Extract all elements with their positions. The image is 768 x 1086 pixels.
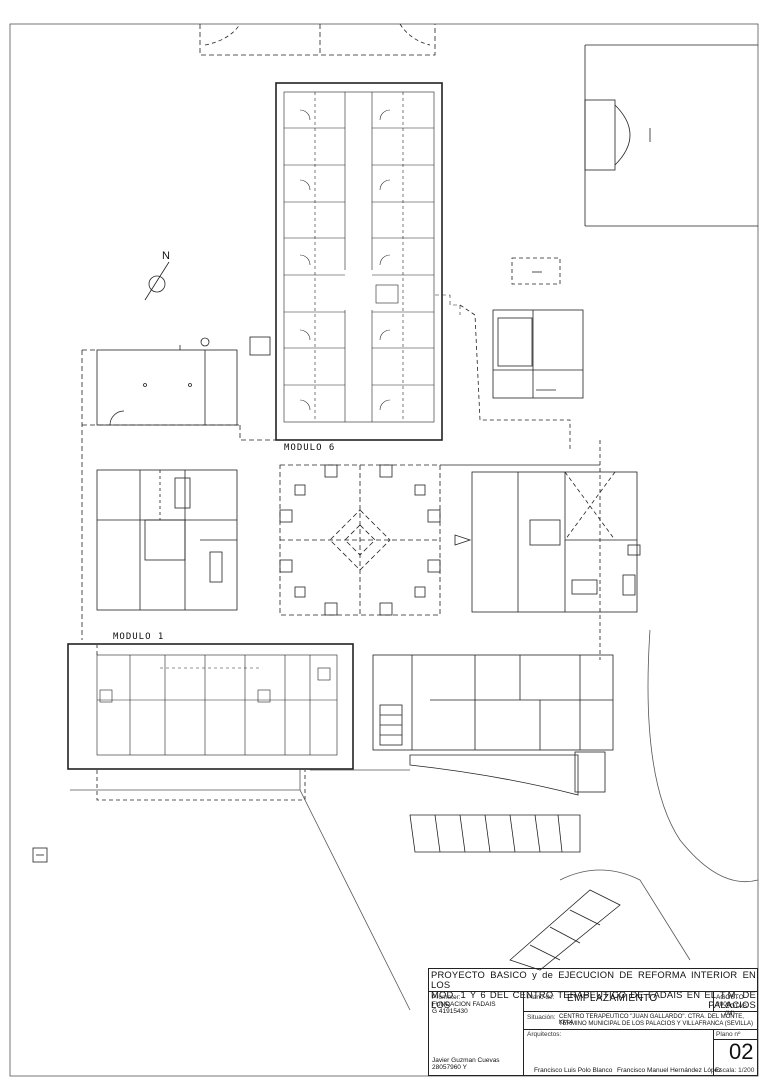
architect2: Francisco Manuel Hernández López — [617, 1067, 722, 1074]
central-courtyard — [279, 464, 441, 616]
plano-de-label: Plano de: — [527, 994, 555, 1001]
modulo-6-frame — [275, 82, 443, 441]
situacion-line2: TERMINO MUNICIPAL DE LOS PALACIOS Y VILL… — [559, 1021, 754, 1027]
units: COTAS (M) — [725, 1003, 747, 1017]
author1-id: 28057960 Y — [432, 1064, 467, 1071]
electrical-symbol — [32, 847, 48, 863]
sheet-border — [9, 23, 759, 1077]
north-arrow — [144, 261, 170, 301]
arquitectos-label: Arquitectos: — [527, 1031, 562, 1038]
situacion-label: Situación: — [527, 1014, 556, 1021]
modulo-1-label: MODULO 1 — [113, 632, 165, 642]
project-title-line2: MOD. 1 Y 6 DEL CENTRO TERAPEUTICO DE FAD… — [431, 989, 756, 1010]
bottom-right-building — [372, 654, 614, 796]
escala: Escala: 1/200 — [715, 1067, 755, 1074]
promotor-name: FUNDACION FADAIS — [432, 1001, 496, 1008]
upper-left-building — [96, 336, 271, 426]
parking-stalls — [409, 814, 621, 971]
plano-de-value: EMPLAZAMIENTO — [567, 993, 658, 1004]
promotor-label: Promotor: — [432, 994, 461, 1001]
plano-n-label: Plano nº — [716, 1031, 741, 1038]
courtyard-planters — [279, 464, 441, 616]
title-block: PROYECTO BASICO y de EJECUCION DE REFORM… — [428, 968, 758, 1076]
top-dashed-court — [199, 24, 436, 56]
architect1: Francisco Luis Polo Blanco — [534, 1067, 613, 1074]
project-title-line1: PROYECTO BASICO y de EJECUCION DE REFORM… — [431, 969, 756, 990]
modulo-6-rooms — [283, 91, 461, 423]
right-middle-building — [454, 471, 641, 613]
access-road — [70, 629, 759, 1011]
situacion-line1: CENTRO TERAPEUTICO "JUAN GALLARDO". CTRA… — [559, 1014, 744, 1026]
modulo-6-label: MODULO 6 — [284, 443, 336, 453]
modulo-1-frame — [67, 643, 354, 770]
plano-number: 02 — [729, 1039, 754, 1064]
north-label: N — [162, 250, 170, 262]
project-title: PROYECTO BASICO y de EJECUCION DE REFORM… — [431, 970, 756, 1010]
left-middle-building — [96, 469, 238, 611]
date: AGOSTO 2009 — [716, 994, 744, 1008]
sports-field — [584, 44, 758, 227]
author1-name: Javier Guzman Cuevas — [432, 1057, 500, 1064]
right-building — [492, 309, 584, 399]
promotor-id: G 41915430 — [432, 1008, 468, 1015]
modulo-1-rooms — [96, 654, 338, 756]
